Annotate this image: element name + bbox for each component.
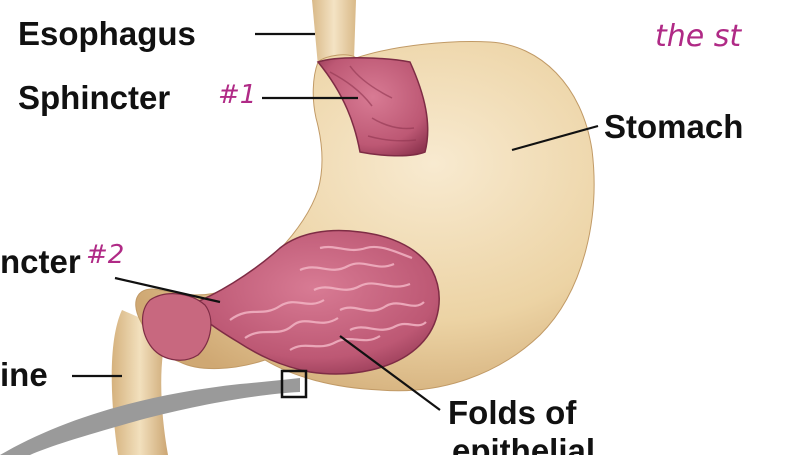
sphincter2-label: ncter <box>0 245 81 278</box>
intestine-label: ine <box>0 358 48 391</box>
folds-label-line1: Folds of <box>448 396 576 429</box>
esophagus-label: Esophagus <box>18 17 196 50</box>
sphincter1-label: Sphincter <box>18 81 170 114</box>
handwritten-note: the st <box>655 22 741 52</box>
sphincter1-mark: #1 <box>218 82 256 108</box>
stomach-label: Stomach <box>604 110 743 143</box>
folds-label-line2: epithelial <box>452 434 595 455</box>
sphincter2-mark: #2 <box>86 242 124 268</box>
